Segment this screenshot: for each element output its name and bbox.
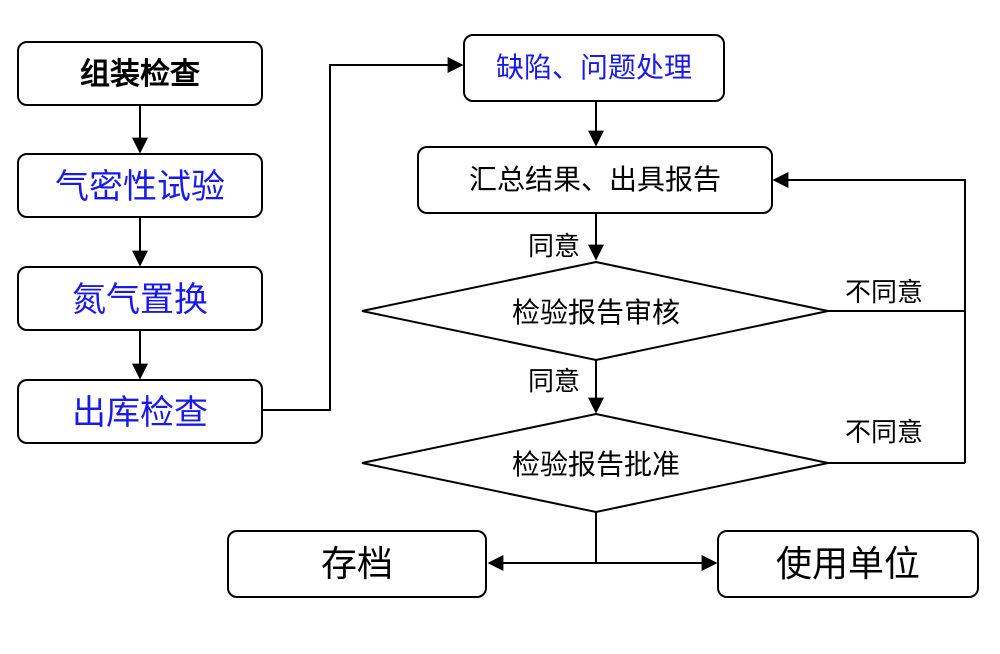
node-summary-report: 汇总结果、出具报告 xyxy=(417,146,773,214)
arrow-outbound-to-defect xyxy=(262,57,464,411)
node-assembly-check: 组装检查 xyxy=(17,41,263,106)
defect-handling-label: 缺陷、问题处理 xyxy=(496,51,692,84)
node-airtight-test: 气密性试验 xyxy=(17,153,263,218)
archive-label: 存档 xyxy=(321,544,393,585)
node-report-approval: 检验报告批准 xyxy=(361,412,829,514)
airtight-test-label: 气密性试验 xyxy=(55,167,225,207)
report-review-label: 检验报告审核 xyxy=(512,296,680,329)
edge-label-agree-1: 同意 xyxy=(528,232,580,262)
node-nitrogen-replace: 氮气置换 xyxy=(17,266,263,331)
summary-report-label: 汇总结果、出具报告 xyxy=(469,163,721,196)
report-approval-label: 检验报告批准 xyxy=(512,448,680,481)
outbound-check-label: 出库检查 xyxy=(72,393,208,433)
node-outbound-check: 出库检查 xyxy=(17,379,263,444)
node-report-review: 检验报告审核 xyxy=(361,260,829,362)
nitrogen-replace-label: 氮气置换 xyxy=(72,280,208,320)
node-archive: 存档 xyxy=(227,530,487,598)
edge-label-agree-2: 同意 xyxy=(528,367,580,397)
node-user-unit: 使用单位 xyxy=(717,530,979,598)
edge-label-disagree-1: 不同意 xyxy=(845,278,923,308)
user-unit-label: 使用单位 xyxy=(776,544,920,585)
assembly-check-label: 组装检查 xyxy=(80,57,200,92)
arrow-disagree-back-to-summary xyxy=(772,172,966,463)
node-defect-handling: 缺陷、问题处理 xyxy=(463,34,725,102)
edge-label-disagree-2: 不同意 xyxy=(845,418,923,448)
